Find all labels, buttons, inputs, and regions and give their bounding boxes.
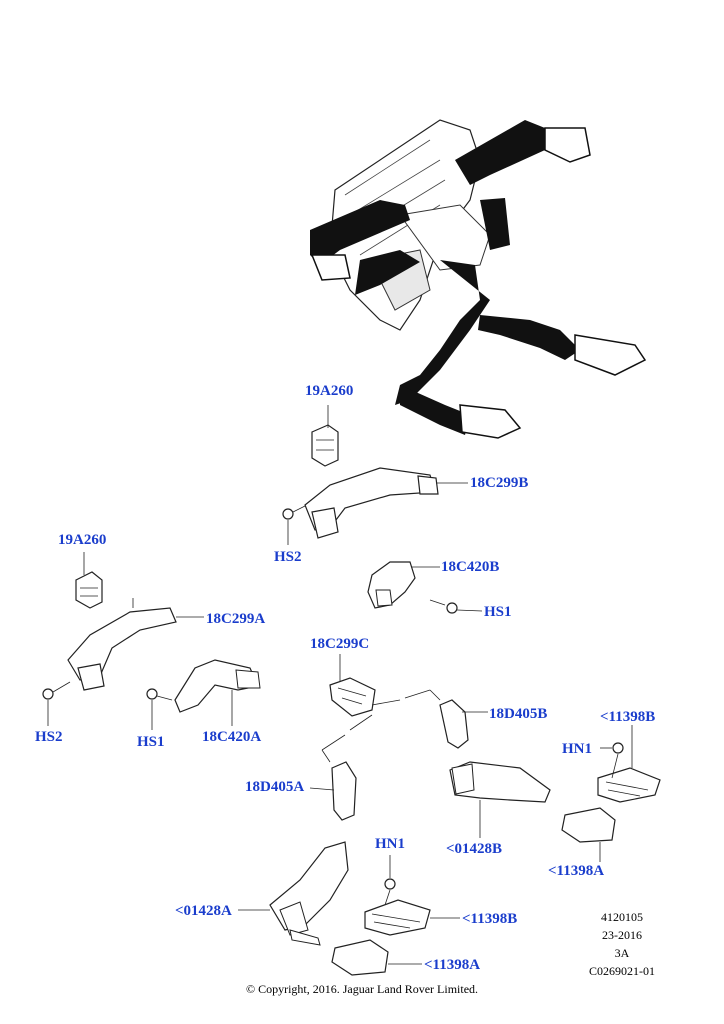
meta-line-3: 3A [614,946,630,960]
duct-18C420A [174,659,261,726]
label-HN1-bottom: HN1 [375,836,405,852]
label-18C299C: 18C299C [310,636,370,652]
label-01428A: <01428A [175,903,232,919]
grille-11398A-right [561,807,616,862]
dashboard-duct-assembly [310,119,647,439]
label-11398A-right: <11398A [548,863,605,879]
label-01428B: <01428B [446,841,503,857]
label-HN1-right: HN1 [562,741,592,757]
duct-18C299B [304,467,468,539]
label-HS2-top: HS2 [274,549,302,565]
screw-HS1-left [146,688,173,730]
clip-19A260-top [311,405,339,467]
label-18C420B: 18C420B [441,559,500,575]
label-18C420A: 18C420A [202,729,262,745]
label-18D405B: 18D405B [489,706,548,722]
duct-18C420B [367,561,440,609]
label-11398B-bottom: <11398B [462,911,518,927]
grille-11398A-bottom [331,939,422,976]
screw-HS2-top [282,505,306,545]
meta-line-4: C0269021-01 [589,964,655,978]
label-19A260-top: 19A260 [305,383,354,399]
label-19A260-left: 19A260 [58,532,107,548]
nut-HN1-right [600,742,624,779]
label-HS2-left: HS2 [35,729,63,745]
duct-01428A [238,841,349,946]
screw-HS1-right [429,599,483,614]
label-11398A-bottom: <11398A [424,957,481,973]
grille-11398B-bottom [364,899,460,936]
label-18D405A: 18D405A [245,779,305,795]
duct-18C299A [67,598,204,691]
clip-19A260-left [75,552,103,609]
copyright: © Copyright, 2016. Jaguar Land Rover Lim… [245,982,479,996]
label-18C299B: 18C299B [470,475,529,491]
label-11398B-top: <11398B [600,709,656,725]
meta-line-1: 4120105 [601,910,643,924]
meta-line-2: 23-2016 [602,928,642,942]
duct-18D405A [309,761,357,821]
label-HS1-right: HS1 [484,604,512,620]
screw-HS2-left [42,681,71,726]
duct-18D405B [439,699,488,749]
nut-HN1-bottom [384,855,396,906]
bracket-18C299C [321,654,441,763]
label-18C299A: 18C299A [206,611,266,627]
grille-11398B-top [597,725,661,803]
duct-01428B [449,761,551,838]
label-HS1-left: HS1 [137,734,165,750]
